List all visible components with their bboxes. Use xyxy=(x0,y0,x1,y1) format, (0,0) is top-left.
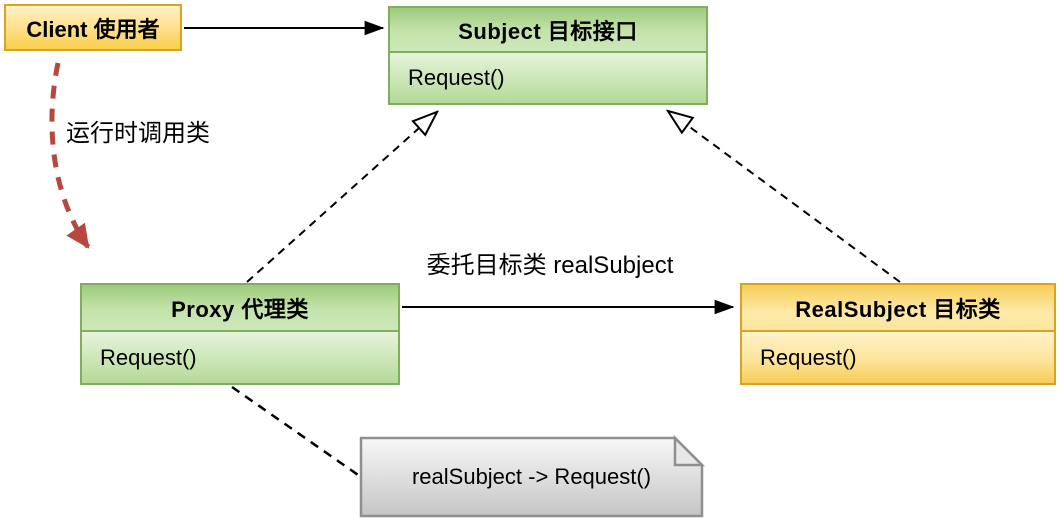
proxy-node: Proxy 代理类 Request() xyxy=(80,283,400,385)
proxy-to-note-link xyxy=(231,385,362,479)
proxy-method: Request() xyxy=(82,332,398,383)
proxy-title: Proxy 代理类 xyxy=(82,285,398,332)
client-title: Client 使用者 xyxy=(26,16,160,42)
client-node: Client 使用者 xyxy=(4,4,182,51)
subject-method: Request() xyxy=(390,53,706,103)
runtime-call-label: 运行时调用类 xyxy=(66,120,210,147)
realsubject-title: RealSubject 目标类 xyxy=(742,285,1054,332)
subject-node: Subject 目标接口 Request() xyxy=(388,6,708,105)
realsubject-node: RealSubject 目标类 Request() xyxy=(740,283,1056,385)
realsubject-method: Request() xyxy=(742,332,1054,383)
delegate-label: 委托目标类 realSubject xyxy=(426,252,674,279)
realsubject-to-subject-realization xyxy=(668,111,901,283)
subject-title: Subject 目标接口 xyxy=(390,8,706,53)
note-text: realSubject -> Request() xyxy=(411,464,652,489)
client-to-proxy-runtime-arrow xyxy=(49,62,91,249)
